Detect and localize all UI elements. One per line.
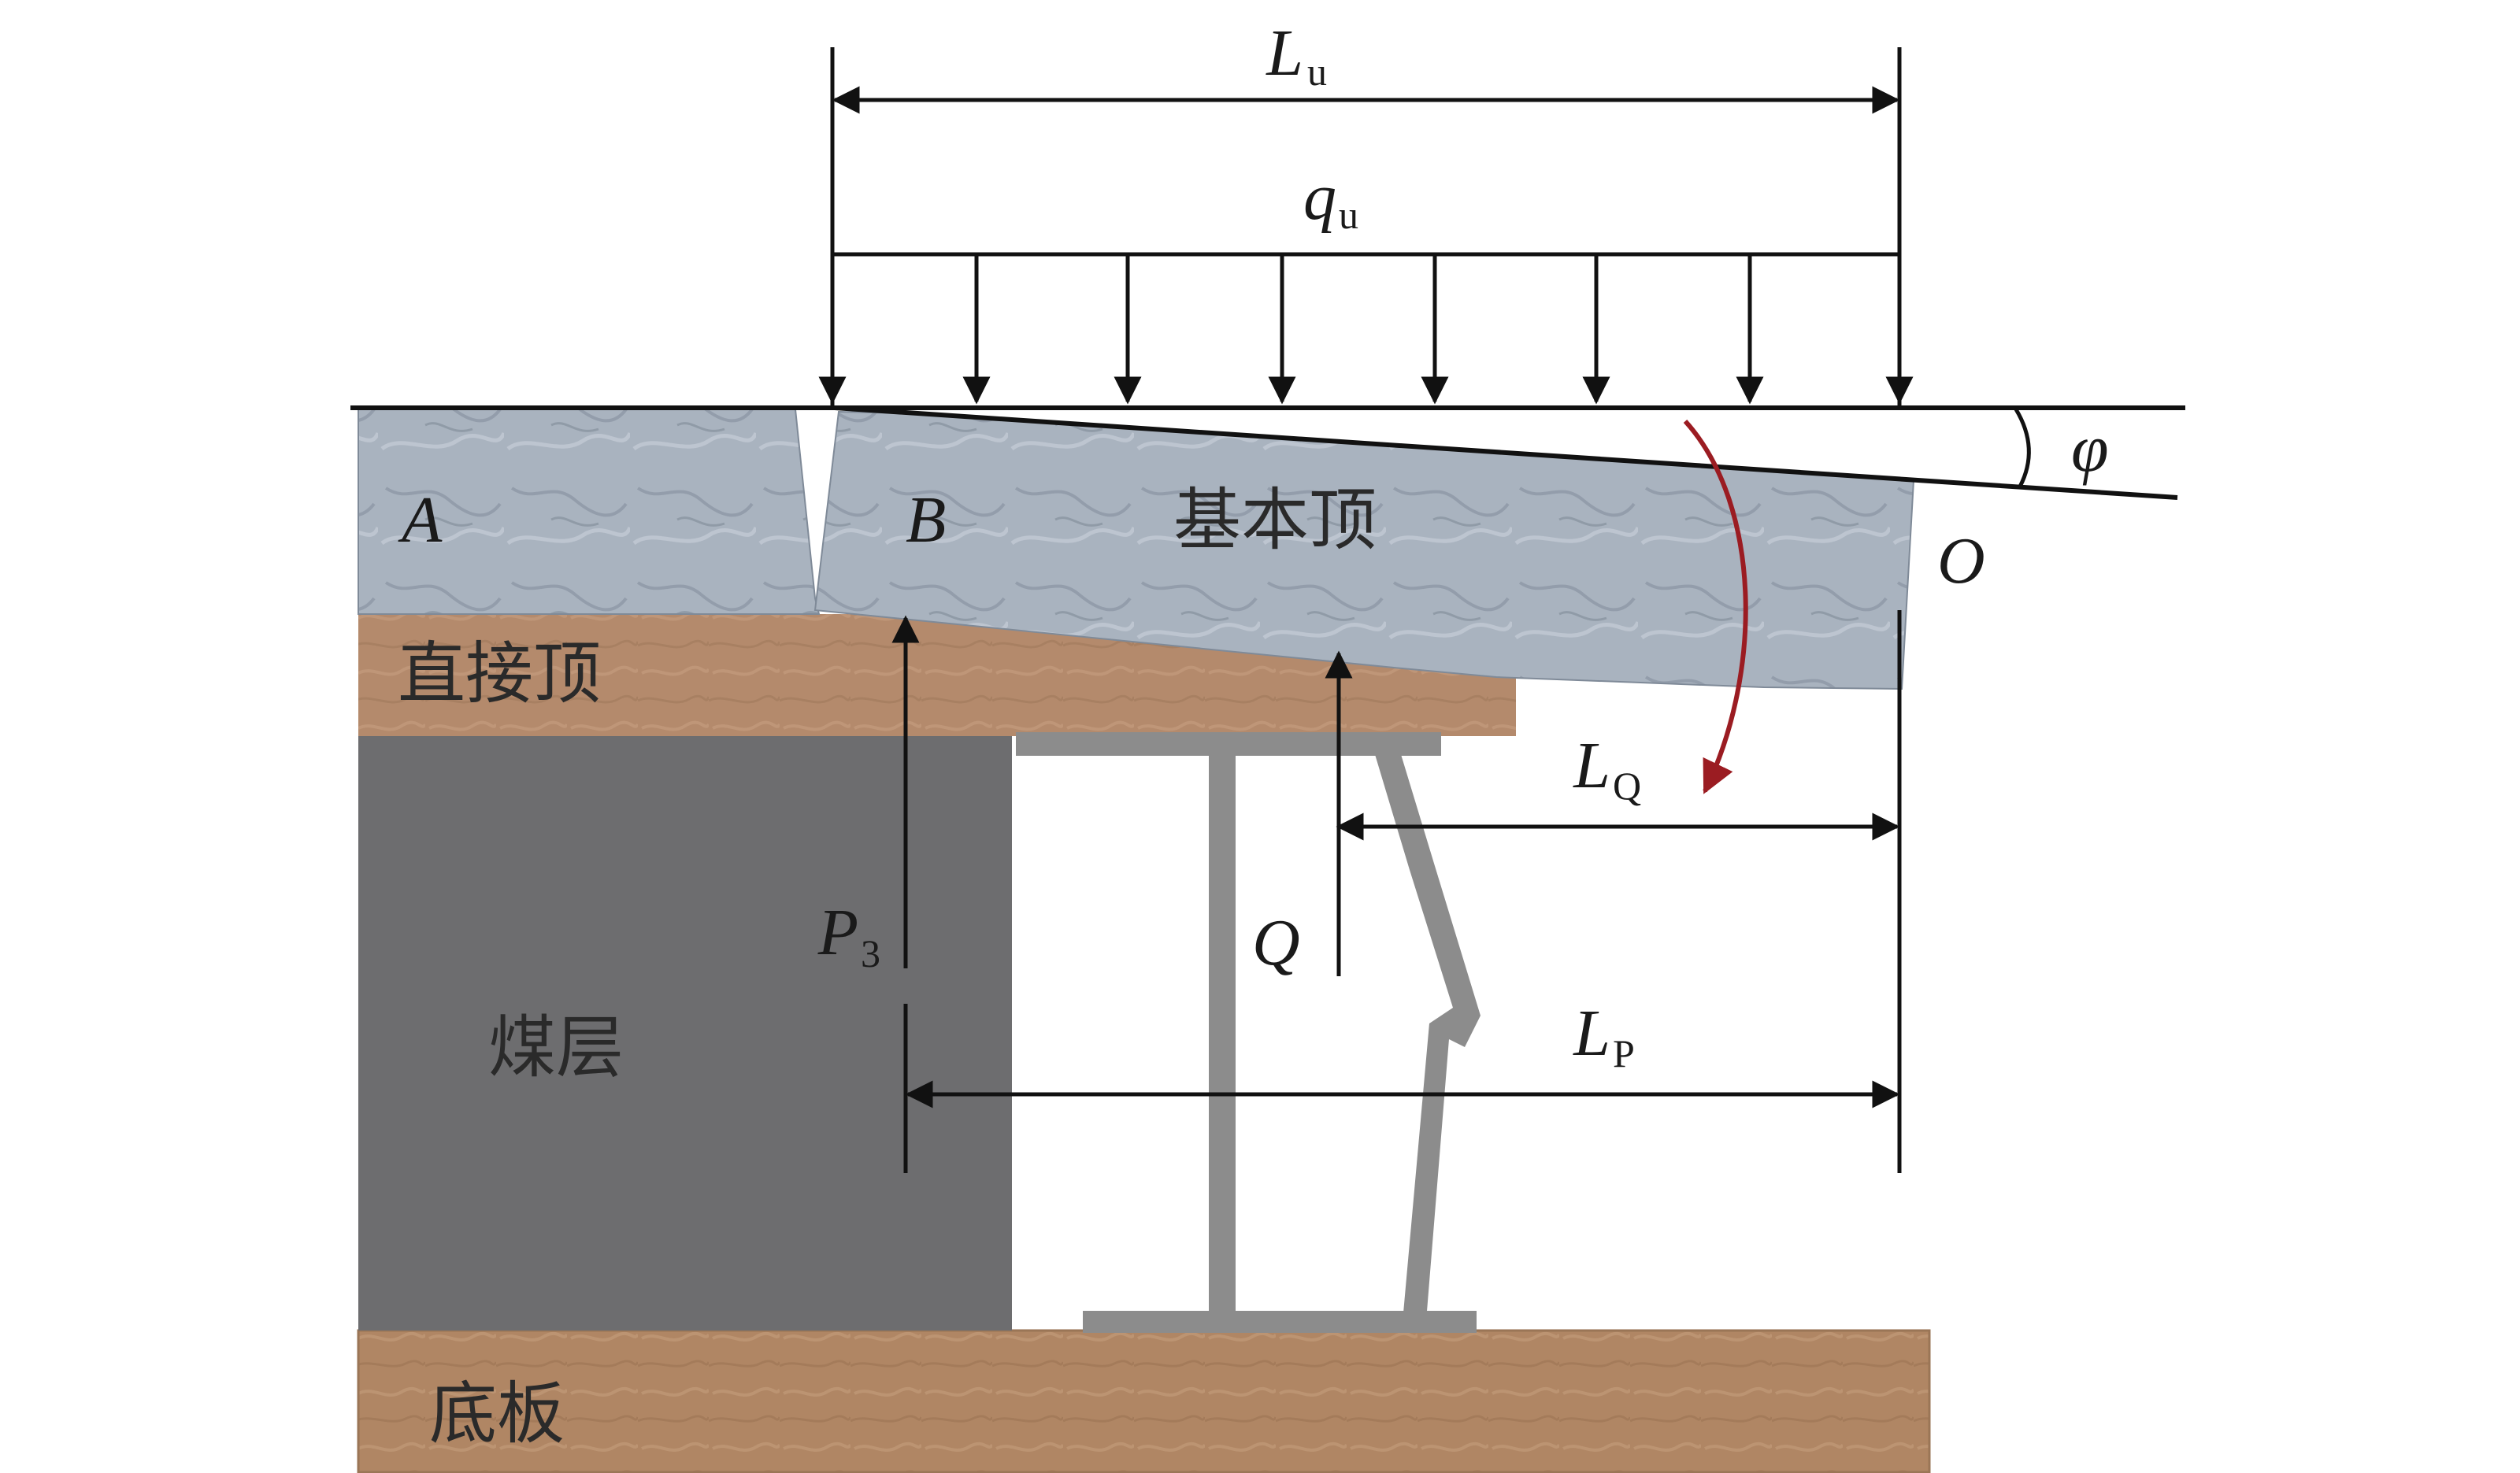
lp-label: L bbox=[1573, 997, 1610, 1070]
phi-angle-arc bbox=[2014, 408, 2031, 488]
phi-label: φ bbox=[2071, 410, 2109, 486]
lu-subscript: u bbox=[1307, 50, 1327, 94]
basic-roof-label: 基本顶 bbox=[1173, 481, 1377, 560]
inclined-line bbox=[834, 405, 2178, 500]
lq-label: L bbox=[1573, 729, 1610, 802]
qu-subscript: u bbox=[1339, 193, 1358, 237]
support-base bbox=[1083, 1311, 1477, 1333]
floor-label: 底板 bbox=[429, 1375, 565, 1453]
coal-seam bbox=[358, 732, 1012, 1331]
label-o: O bbox=[1937, 524, 1985, 598]
hydraulic-support bbox=[1016, 732, 1480, 1333]
label-a: A bbox=[398, 483, 443, 557]
p3-label: P bbox=[817, 896, 858, 969]
qu-load-arrows bbox=[818, 254, 1914, 405]
support-leg-front bbox=[1209, 756, 1236, 1323]
floor-layer bbox=[357, 1329, 1931, 1473]
rotation-arrow bbox=[1683, 419, 1748, 794]
q-label: Q bbox=[1252, 906, 1300, 979]
lp-subscript: P bbox=[1613, 1031, 1635, 1075]
immediate-roof-label: 直接顶 bbox=[398, 635, 601, 713]
label-b: B bbox=[906, 483, 946, 557]
lu-label: L bbox=[1266, 17, 1303, 90]
coal-seam-label: 煤层 bbox=[488, 1009, 624, 1087]
p3-subscript: 3 bbox=[861, 931, 880, 975]
lq-subscript: Q bbox=[1613, 764, 1641, 808]
immediate-roof bbox=[358, 614, 1516, 736]
support-canopy bbox=[1016, 732, 1441, 756]
support-leg-rear bbox=[1374, 752, 1480, 1331]
qu-label: q bbox=[1303, 161, 1336, 234]
